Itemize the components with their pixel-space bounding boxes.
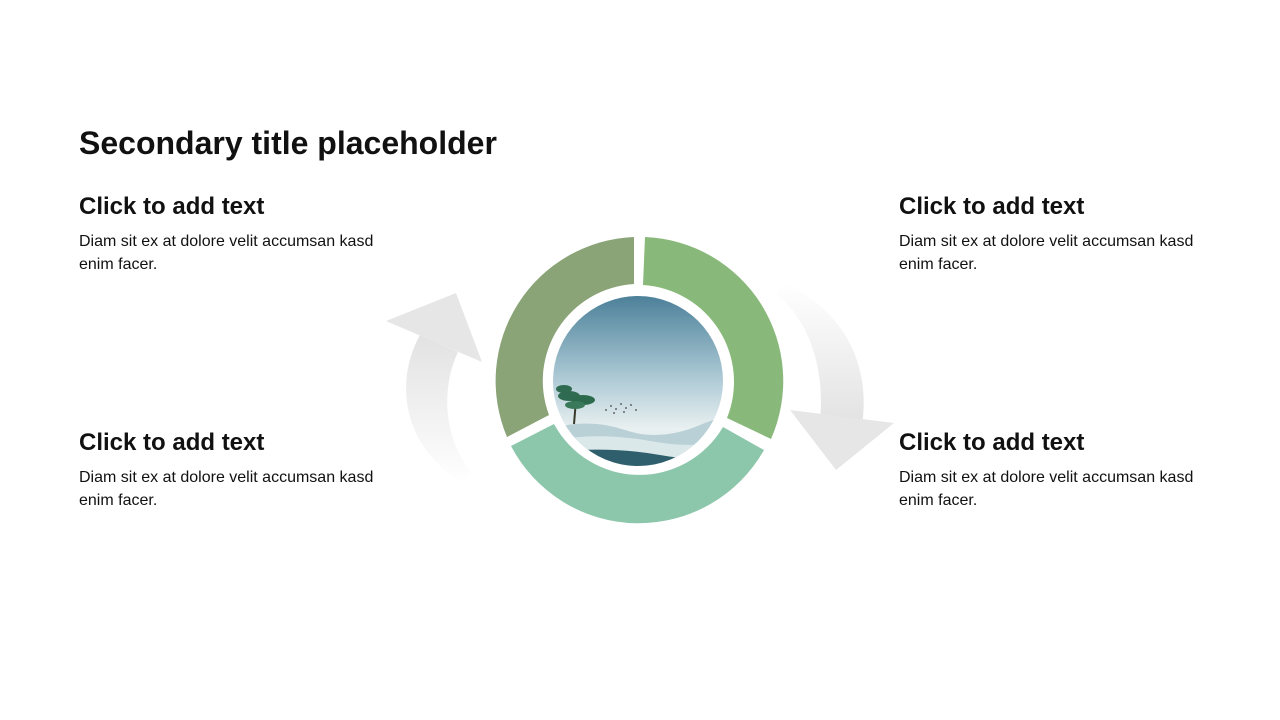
block-heading[interactable]: Click to add text: [79, 429, 265, 456]
segment-right: [643, 237, 784, 439]
text-block-top-left[interactable]: Click to add text Diam sit ex at dolore …: [79, 193, 409, 276]
slide-title[interactable]: Secondary title placeholder: [79, 125, 497, 161]
text-block-top-right[interactable]: Click to add text Diam sit ex at dolore …: [899, 193, 1229, 276]
block-heading[interactable]: Click to add text: [79, 193, 265, 220]
segment-bottom: [511, 424, 764, 524]
block-heading[interactable]: Click to add text: [899, 429, 1085, 456]
text-block-bottom-right[interactable]: Click to add text Diam sit ex at dolore …: [899, 429, 1229, 512]
birds: [605, 403, 637, 414]
landscape-image-icon: [553, 296, 723, 466]
text-block-bottom-left[interactable]: Click to add text Diam sit ex at dolore …: [79, 429, 409, 512]
block-body[interactable]: Diam sit ex at dolore velit accumsan kas…: [79, 468, 374, 509]
cycle-arrow-right-icon: [775, 283, 894, 470]
cycle-arrow-left-icon: [386, 293, 482, 485]
block-body[interactable]: Diam sit ex at dolore velit accumsan kas…: [899, 232, 1194, 273]
block-heading[interactable]: Click to add text: [899, 193, 1085, 220]
block-body[interactable]: Diam sit ex at dolore velit accumsan kas…: [79, 232, 374, 273]
cycle-diagram: [386, 237, 894, 524]
block-body[interactable]: Diam sit ex at dolore velit accumsan kas…: [899, 468, 1194, 509]
segment-left: [495, 237, 634, 437]
